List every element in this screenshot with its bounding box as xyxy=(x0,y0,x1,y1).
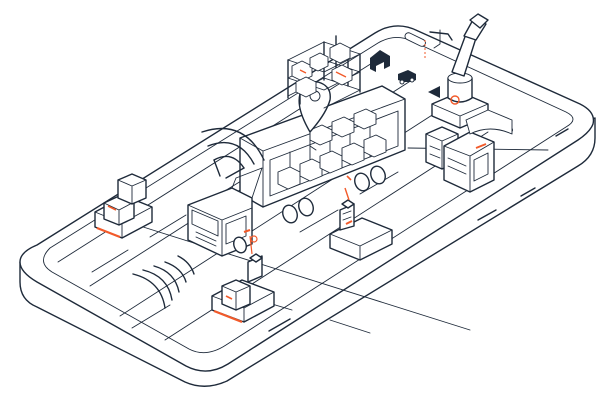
robotic-arm xyxy=(424,13,489,129)
play-arrow-icon xyxy=(428,86,440,98)
agv-robot-with-boxes xyxy=(94,173,153,239)
phone-side-button xyxy=(268,318,291,332)
delivery-van-icon xyxy=(398,70,416,85)
speaker-waves-icon xyxy=(132,255,195,309)
agv-robot-with-scanner xyxy=(211,235,275,324)
agv-scanner-robot xyxy=(329,187,393,261)
cargo-truck xyxy=(187,85,406,257)
packing-station xyxy=(425,109,513,193)
phone-side-button xyxy=(477,209,497,221)
truck-windshield xyxy=(191,209,219,237)
storage-shelf-with-boxes xyxy=(287,35,361,109)
wifi-signal-icon xyxy=(201,127,265,179)
phone-side-button xyxy=(520,187,536,197)
house-icon xyxy=(370,50,390,72)
phone-speaker-slot xyxy=(555,128,569,137)
